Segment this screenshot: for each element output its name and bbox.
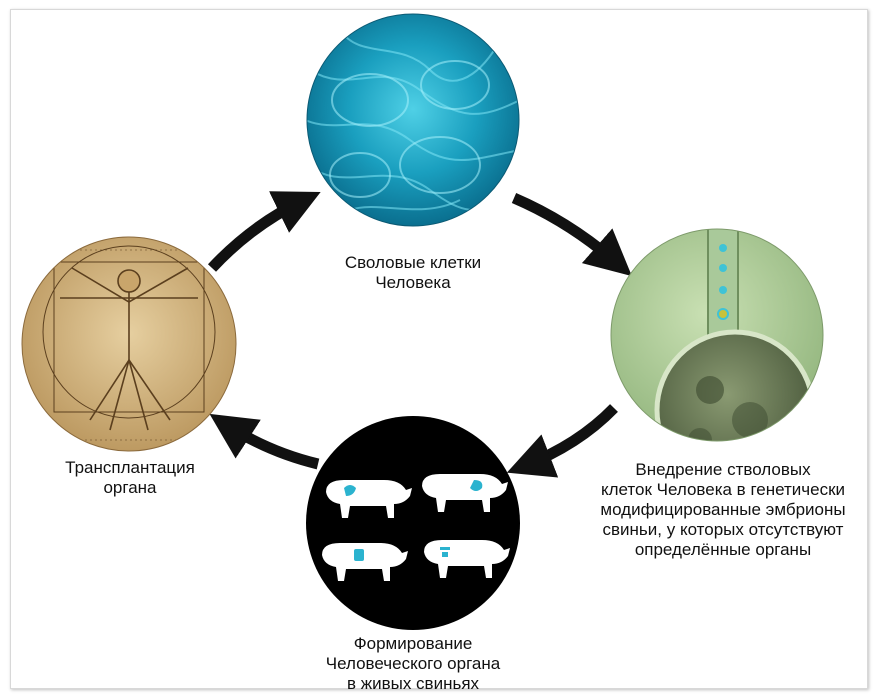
pig-silhouette-icon (326, 480, 412, 518)
pigs-circle (306, 416, 520, 630)
label-stem-cells: Своловые клетки Человека (344, 253, 482, 292)
pig-silhouette-icon (322, 543, 408, 581)
arrow-injection-to-growth (506, 404, 618, 478)
vitruvian-man-icon (21, 236, 237, 452)
pig-silhouette-icon (422, 474, 508, 512)
arrow-transplant-to-stemcells (207, 191, 321, 272)
embryo-injection-micrograph-icon (610, 228, 824, 442)
label-transplant: Трансплантация органа (65, 458, 195, 497)
arrow-growth-to-transplant (209, 413, 320, 470)
label-injection: Внедрение стволовых клеток Человека в ге… (600, 460, 846, 559)
arrow-stemcells-to-injection (511, 192, 632, 277)
label-growth: Формирование Человеческого органа в живы… (325, 634, 501, 693)
pig-silhouette-icon (424, 540, 510, 578)
stem-cell-culture-icon (306, 13, 520, 227)
